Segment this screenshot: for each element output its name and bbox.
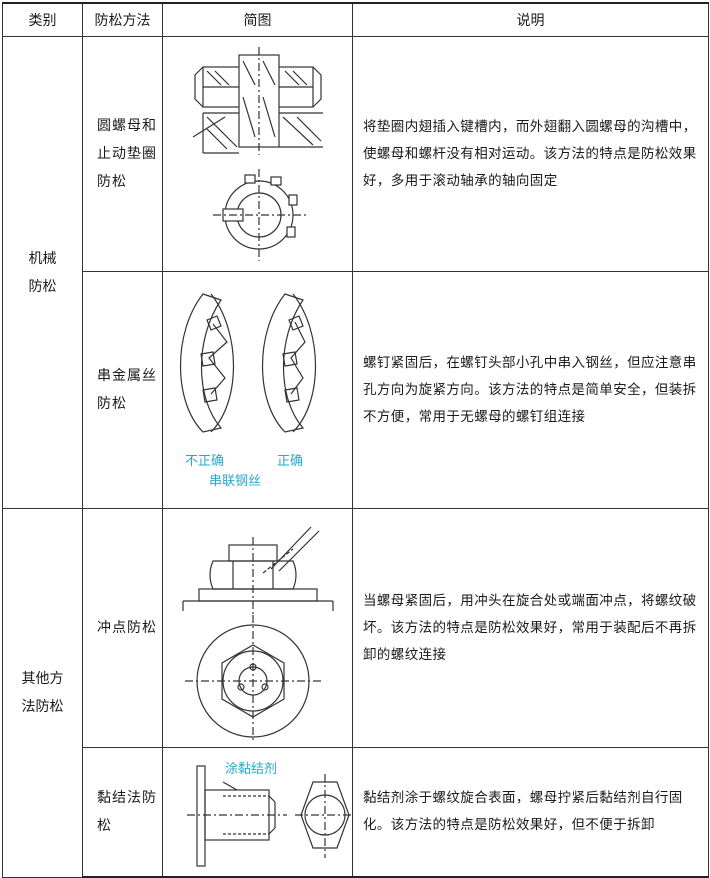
description-cell: 黏结剂涂于螺纹旋合表面，螺母拧紧后黏结剂自行固化。该方法的特点是防松效果好，但不… (352, 747, 709, 878)
category-mechanical: 机械防松 (2, 36, 83, 509)
diagram-wire-locking: 不正确 正确 串联钢丝 (162, 271, 353, 509)
method-cell: 黏结法防松 (82, 747, 163, 878)
category-other: 其他方法防松 (2, 508, 83, 878)
table-row: 黏结法防松 (3, 747, 709, 878)
method-cell: 串金属丝防松 (82, 271, 163, 509)
table-row: 其他方法防松 冲点防松 (2, 508, 709, 878)
adhesive-locking-drawing (187, 765, 353, 867)
diagram-punch-locking (162, 508, 353, 748)
method-cell: 冲点防松 (82, 508, 163, 748)
wire-locking-drawing (180, 293, 316, 433)
method-cell: 圆螺母和止动垫圈防松 (82, 36, 163, 272)
label-serial-wire: 串联钢丝 (209, 474, 262, 489)
round-nut-washer-drawing (192, 47, 323, 261)
header-diagram: 简图 (162, 2, 353, 37)
header-description: 说明 (352, 2, 709, 37)
description-cell: 当螺母紧固后，用冲头在旋合处或端面冲点，将螺纹破坏。该方法的特点是防松效果好，常… (352, 508, 709, 748)
description-cell: 螺钉紧固后，在螺钉头部小孔中串入钢丝，但应注意串孔方向为旋紧方向。该方法的特点是… (352, 271, 709, 509)
punch-locking-drawing (182, 526, 334, 743)
label-correct: 正确 (277, 454, 304, 469)
header-method: 防松方法 (82, 2, 163, 37)
description-cell: 将垫圈内翅插入键槽内，而外翅翻入圆螺母的沟槽中，使螺母和螺杆没有相对运动。该方法… (352, 36, 709, 272)
label-incorrect: 不正确 (185, 454, 225, 469)
label-apply-adhesive: 涂黏结剂 (225, 762, 278, 777)
table-row: 机械防松 圆螺母和止动垫圈防松 (2, 36, 709, 509)
header-category: 类别 (2, 2, 83, 37)
diagram-round-nut-washer (162, 36, 353, 272)
diagram-adhesive-locking: 涂黏结剂 (162, 747, 353, 878)
header-row: 类别 防松方法 简图 说明 (2, 2, 709, 37)
table-row: 串金属丝防松 (3, 271, 709, 509)
